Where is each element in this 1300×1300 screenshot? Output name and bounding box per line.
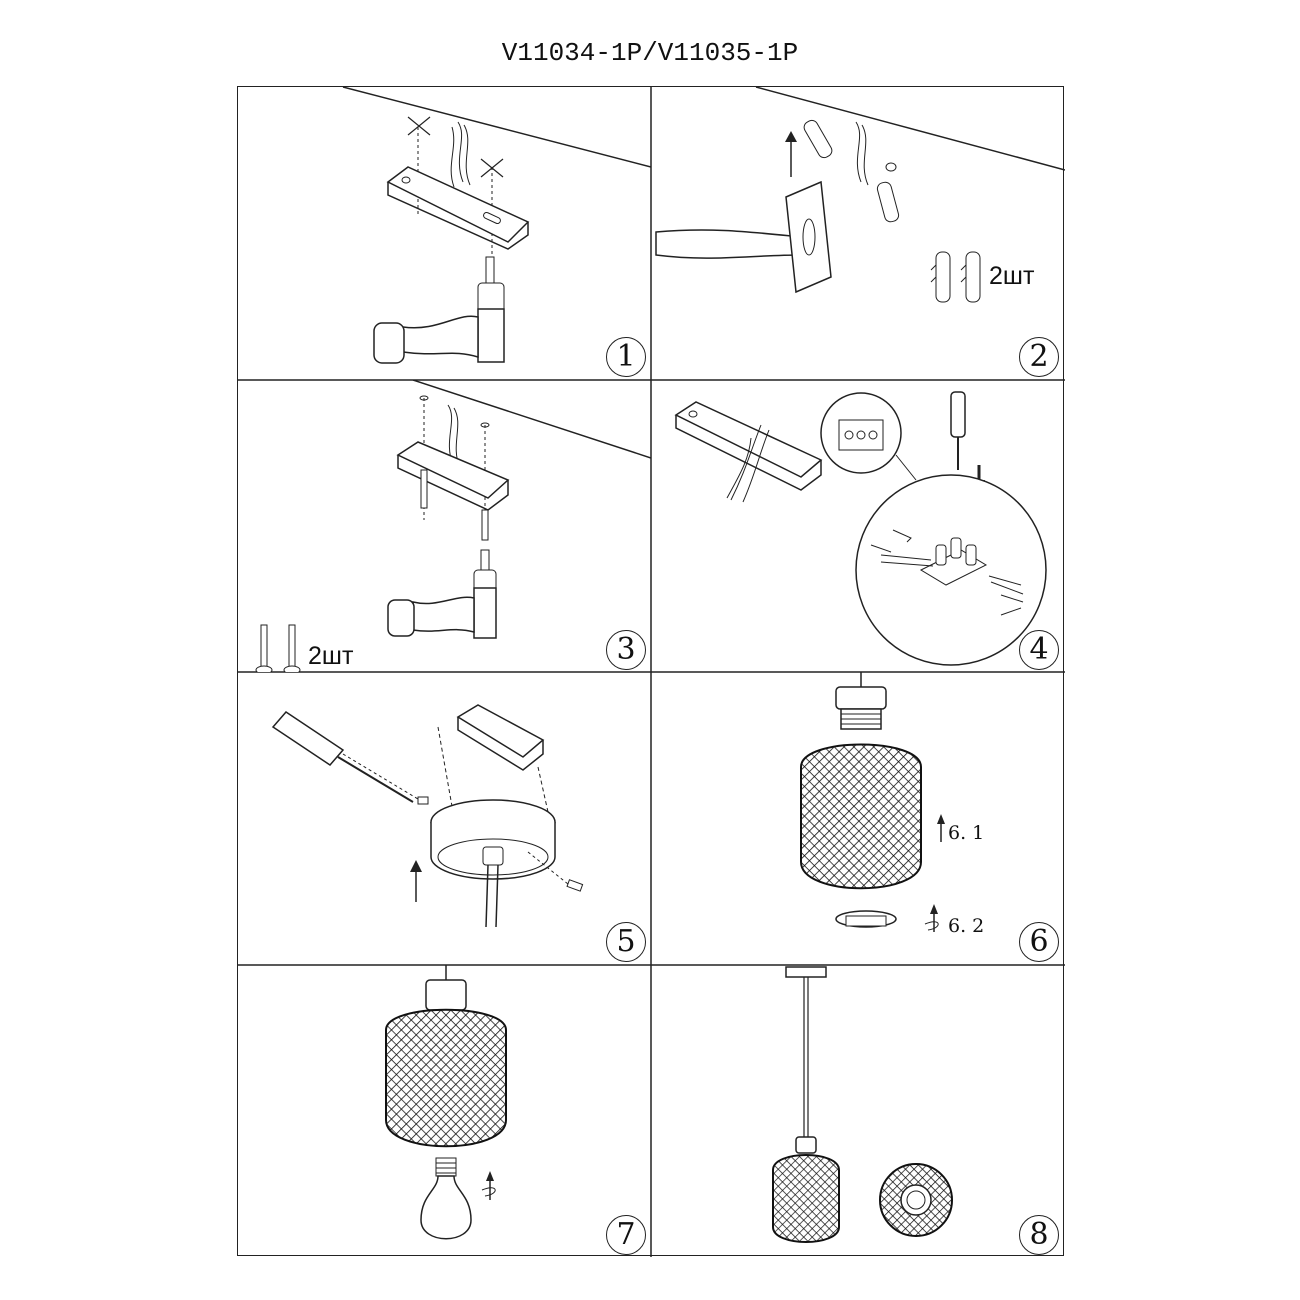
bulb-install-illustration <box>385 965 507 1240</box>
anchor-quantity: 2шт <box>989 262 1035 290</box>
step-5-number: 5 <box>606 922 646 962</box>
shade-assembly-illustration <box>800 672 945 932</box>
step-8-number: 8 <box>1019 1215 1059 1255</box>
document-title: V11034-1P/V11035-1P <box>501 38 799 68</box>
step-2-number: 2 <box>1019 337 1059 377</box>
wiring-terminal-illustration <box>674 391 1047 666</box>
drill-bracket-illustration <box>342 87 651 364</box>
step-5-panel: 5 <box>238 672 651 965</box>
step-4-panel: 4 <box>651 380 1065 672</box>
step-1-number: 1 <box>606 337 646 377</box>
step-8-panel: 8 <box>651 965 1065 1257</box>
step-2-panel: 2шт 2 <box>651 87 1065 380</box>
step-3-number: 3 <box>606 630 646 670</box>
canopy-mount-illustration <box>271 704 584 928</box>
finished-lamp-illustration <box>772 966 953 1243</box>
step-6-2-label: 6. 2 <box>948 915 985 937</box>
step-7-panel: 7 <box>238 965 651 1257</box>
instruction-grid: 1 2шт 2 <box>237 86 1065 1257</box>
screw-quantity: 2шт <box>308 642 354 670</box>
grid-lines <box>238 87 1065 1257</box>
step-6-panel: 6. 1 6. 2 6 <box>651 672 1065 965</box>
step-1-panel: 1 <box>238 87 651 380</box>
step-6-1-label: 6. 1 <box>948 822 985 844</box>
step-3-panel: 2шт 3 <box>238 380 651 672</box>
step-4-number: 4 <box>1019 630 1059 670</box>
step-6-number: 6 <box>1019 922 1059 962</box>
hammer-anchor-illustration <box>655 87 1065 303</box>
step-7-number: 7 <box>606 1215 646 1255</box>
screw-bracket-illustration <box>255 380 651 672</box>
